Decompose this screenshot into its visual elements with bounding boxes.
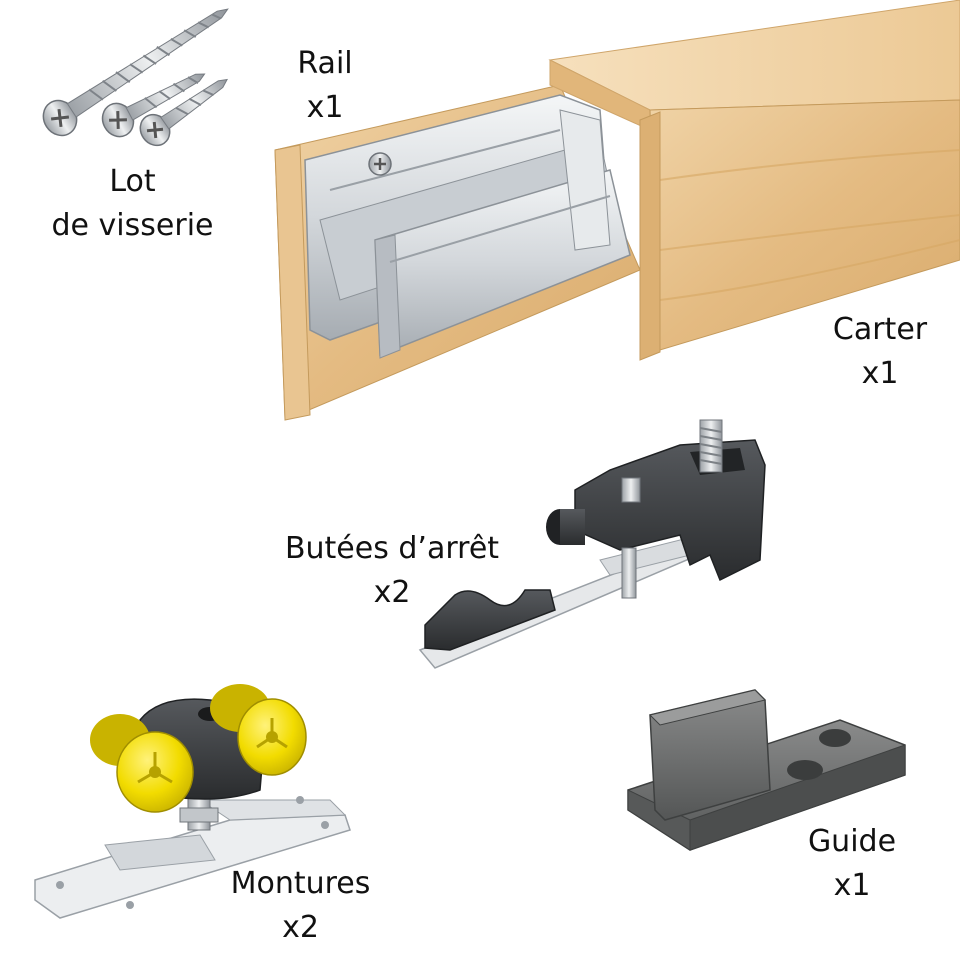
label-guide: Guide x1 (797, 820, 907, 908)
carter-name: Carter (832, 312, 928, 347)
stop-icon (418, 419, 766, 669)
rail-name: Rail (297, 46, 353, 81)
carter-qty: x1 (861, 356, 899, 391)
hangers-name: Montures (230, 866, 371, 901)
guide-name: Guide (807, 824, 897, 859)
label-screws: Lot de visserie (35, 160, 230, 248)
screws-name-2: de visserie (51, 208, 214, 243)
rail-icon (304, 94, 631, 359)
label-rail: Rail x1 (290, 42, 360, 130)
screws-name: Lot (109, 164, 156, 199)
rail-qty: x1 (306, 90, 344, 125)
hangers-qty: x2 (282, 910, 319, 945)
label-stops: Butées d’arrêt x2 (262, 527, 522, 615)
guide-icon (627, 689, 906, 851)
label-carter: Carter x1 (815, 308, 945, 396)
hanger-icon (34, 684, 351, 919)
screw-icon (42, 8, 229, 147)
stops-qty: x2 (373, 575, 411, 610)
guide-qty: x1 (833, 868, 871, 903)
stops-name: Butées d’arrêt (284, 531, 500, 566)
label-hangers: Montures x2 (213, 862, 388, 950)
